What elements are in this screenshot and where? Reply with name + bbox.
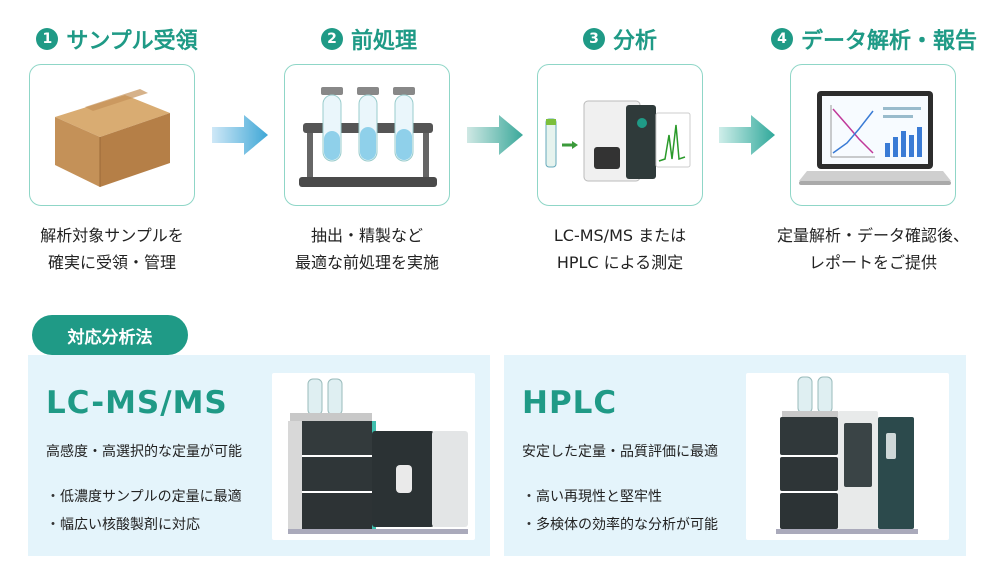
step-2-number: 2 bbox=[320, 28, 343, 50]
hplc-image-frame bbox=[746, 373, 949, 540]
lcms-method-description: 高感度・高選択的な定量が可能 bbox=[46, 444, 242, 460]
hplc-system-icon bbox=[776, 376, 918, 534]
hplc-method-description: 安定した定量・品質評価に最適 bbox=[522, 444, 718, 460]
step-3-desc-line-1: LC-MS/MS または bbox=[553, 226, 687, 245]
hplc-method-name: HPLC bbox=[522, 385, 618, 421]
step-4-title-text: データ解析・報告 bbox=[800, 29, 977, 54]
step-2-description: 抽出・精製など 最適な前処理を実施 bbox=[267, 222, 467, 276]
step-4-description: 定量解析・データ確認後、 レポートをご提供 bbox=[750, 222, 996, 276]
step-2-title: 2 前処理 bbox=[286, 24, 452, 54]
list-item: 低濃度サンプルの定量に最適 bbox=[46, 483, 242, 511]
step-1-description: 解析対象サンプルを 確実に受領・管理 bbox=[12, 222, 212, 276]
test-tubes-icon bbox=[299, 87, 437, 187]
list-item: 幅広い核酸製剤に対応 bbox=[46, 511, 242, 539]
methods-label: 対応分析法 bbox=[32, 315, 188, 355]
lcms-method-name: LC-MS/MS bbox=[46, 385, 228, 421]
step-1-number: 1 bbox=[36, 28, 59, 50]
step-1-card bbox=[29, 64, 195, 206]
step-2-desc-line-1: 抽出・精製など bbox=[310, 226, 423, 245]
step-2-card bbox=[284, 64, 450, 206]
lcms-bullet-list: 低濃度サンプルの定量に最適 幅広い核酸製剤に対応 bbox=[46, 483, 242, 539]
lcms-system-icon bbox=[288, 378, 468, 534]
step-3-number: 3 bbox=[582, 28, 605, 50]
step-4-desc-line-1: 定量解析・データ確認後、 bbox=[776, 226, 969, 245]
step-1-title-text: サンプル受領 bbox=[66, 29, 198, 54]
step-3-card bbox=[537, 64, 703, 206]
step-3-title: 3 分析 bbox=[537, 24, 703, 54]
step-1-title: 1 サンプル受領 bbox=[32, 24, 202, 54]
hplc-panel: HPLC 安定した定量・品質評価に最適 高い再現性と堅牢性 多検体の効率的な分析… bbox=[504, 355, 966, 556]
lcms-image-frame bbox=[272, 373, 475, 540]
step-3-description: LC-MS/MS または HPLC による測定 bbox=[520, 222, 720, 276]
step-4-card bbox=[790, 64, 956, 206]
hplc-bullet-list: 高い再現性と堅牢性 多検体の効率的な分析が可能 bbox=[522, 483, 718, 539]
cardboard-box-icon bbox=[55, 89, 170, 187]
arrow-right-icon bbox=[467, 115, 523, 155]
lcms-panel: LC-MS/MS 高感度・高選択的な定量が可能 低濃度サンプルの定量に最適 幅広… bbox=[28, 355, 490, 556]
step-2-title-text: 前処理 bbox=[350, 29, 417, 54]
laptop-report-icon bbox=[799, 91, 951, 185]
step-4-desc-line-2: レポートをご提供 bbox=[808, 253, 937, 272]
arrow-right-icon bbox=[719, 115, 775, 155]
lcms-instrument-icon bbox=[545, 100, 691, 182]
step-1-desc-line-2: 確実に受領・管理 bbox=[47, 253, 176, 272]
step-1-desc-line-1: 解析対象サンプルを bbox=[40, 226, 184, 245]
step-2-desc-line-2: 最適な前処理を実施 bbox=[294, 253, 439, 272]
step-3-desc-line-2: HPLC による測定 bbox=[556, 253, 684, 272]
arrow-right-icon bbox=[212, 115, 268, 155]
step-4-number: 4 bbox=[770, 28, 793, 50]
list-item: 多検体の効率的な分析が可能 bbox=[522, 511, 718, 539]
list-item: 高い再現性と堅牢性 bbox=[522, 483, 718, 511]
step-3-title-text: 分析 bbox=[612, 29, 657, 54]
step-4-title: 4 データ解析・報告 bbox=[760, 24, 988, 54]
